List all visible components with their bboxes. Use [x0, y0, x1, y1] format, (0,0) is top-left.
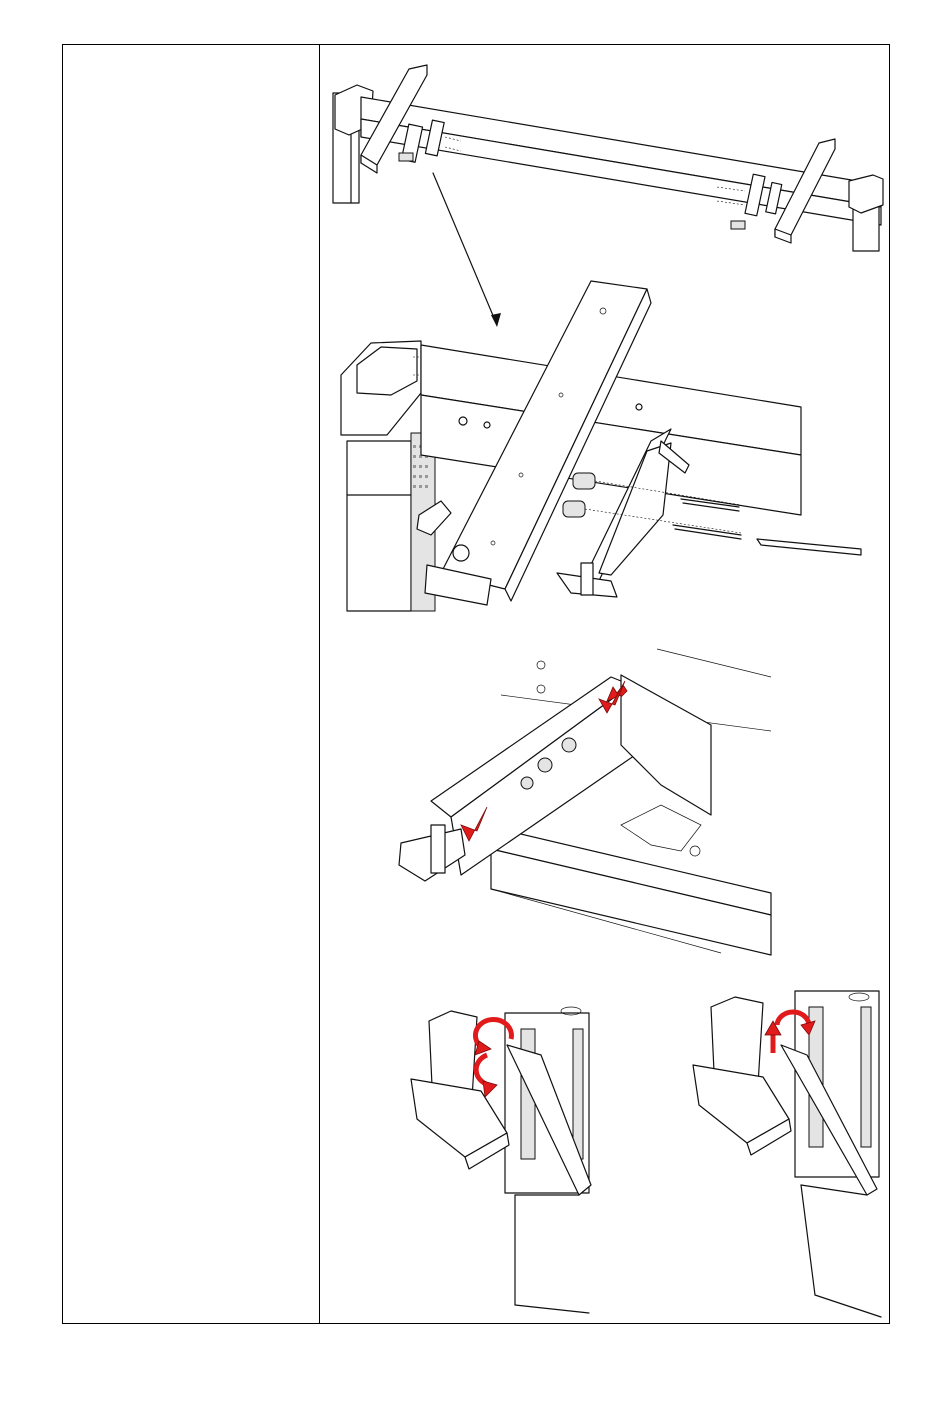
assembly-illustrations [321, 45, 889, 1323]
instruction-page-frame [62, 44, 890, 1324]
spacer-top [573, 473, 595, 489]
spacer-bottom [563, 501, 585, 517]
detail-pointer-line [433, 173, 497, 325]
clip-press-detail-figure [399, 649, 771, 955]
clip-rotate-left-figure [411, 1007, 591, 1313]
clip-rotate-right-figure [693, 991, 881, 1317]
instruction-text-column [63, 45, 320, 1323]
leg-detail [347, 441, 411, 611]
screwdriver [757, 539, 861, 555]
bracket-detail-figure [341, 281, 861, 611]
illustration-column [321, 45, 889, 1323]
detail-pointer-arrowhead [491, 313, 501, 327]
